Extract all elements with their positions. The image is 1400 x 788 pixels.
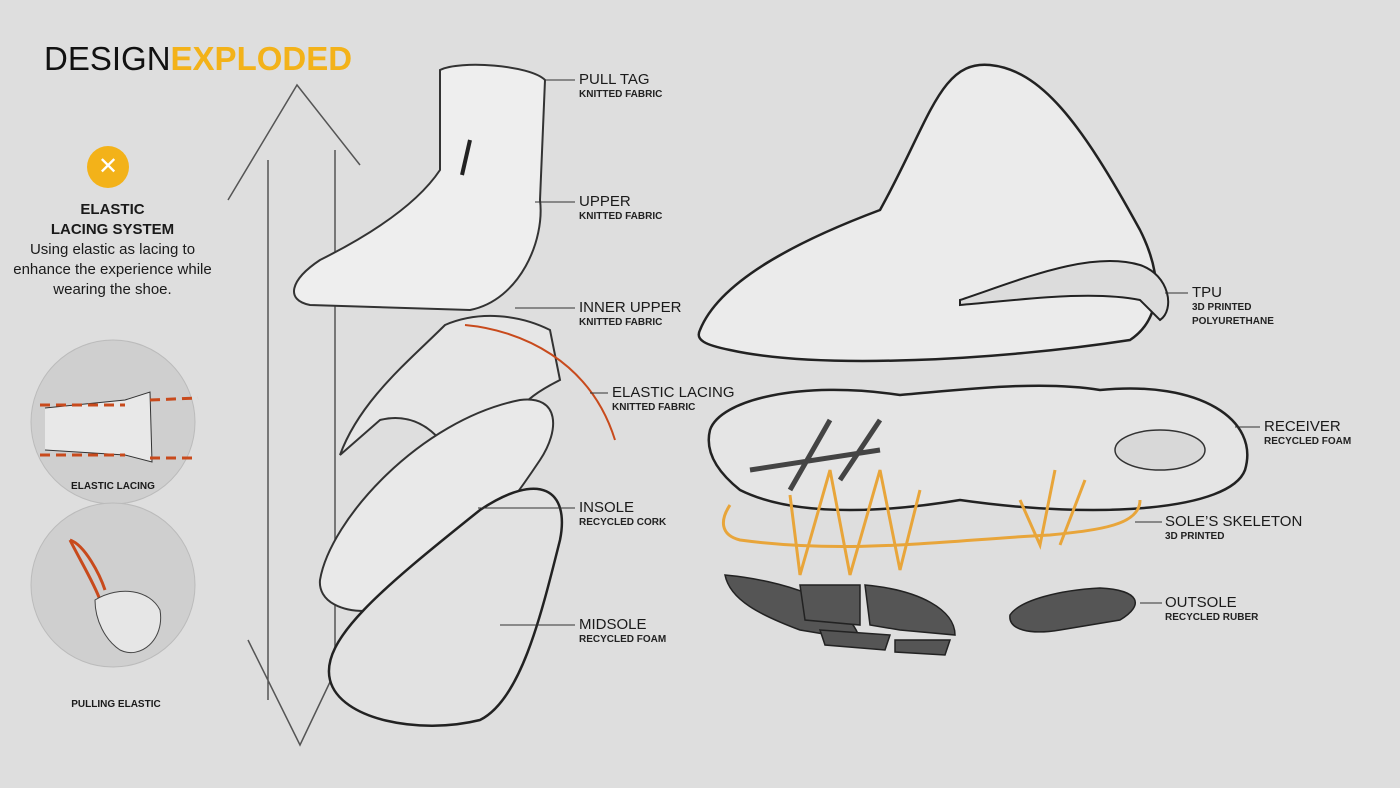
label-name: UPPER [579,193,631,210]
label-name: MIDSOLE [579,616,647,633]
feature-heading-1: ELASTIC [80,201,145,218]
label-name: OUTSOLE [1165,594,1237,611]
pulling-elastic-inset [30,502,196,668]
skeleton-sketch [721,469,1142,576]
upper-sketch [293,63,547,312]
page-title: DESIGNEXPLODED [44,40,352,78]
label-name: SOLE’S SKELETON [1165,513,1303,530]
inset-caption-pulling-elastic: PULLING ELASTIC [71,699,161,710]
label-name: PULL TAG [579,71,650,88]
midsole-sketch [327,487,564,727]
title-exploded: EXPLODED [170,40,353,77]
feature-heading-2: LACING SYSTEM [50,221,175,238]
label-name: INNER UPPER [579,299,682,316]
label-material: KNITTED FABRIC [579,211,663,222]
outsole-sketch [724,574,1137,656]
label-material-2: POLYURETHANE [1192,316,1274,327]
label-name: TPU [1192,284,1222,301]
receiver-sketch [707,384,1249,512]
label-material: RECYCLED RUBER [1165,612,1259,623]
elastic-lacing-inset [30,339,199,505]
double-arrow [227,83,361,747]
tools-icon: ✕ [87,146,129,188]
label-material: RECYCLED FOAM [579,634,667,645]
label-name: RECEIVER [1264,418,1341,435]
leader-lines [478,79,1260,626]
feature-text: Using elastic as lacing to enhance the e… [13,241,212,298]
inset-caption-elastic-lacing: ELASTIC LACING [71,481,155,492]
label-material: KNITTED FABRIC [612,402,696,413]
label-material: 3D PRINTED [1165,531,1225,542]
feature-description: ELASTIC LACING SYSTEM Using elastic as l… [10,200,215,300]
label-material: KNITTED FABRIC [579,89,663,100]
title-design: DESIGN [44,40,171,77]
label-name: INSOLE [579,499,635,516]
label-material: 3D PRINTED [1192,302,1252,313]
label-name: ELASTIC LACING [612,384,735,401]
label-material: RECYCLED CORK [579,517,667,528]
label-material: KNITTED FABRIC [579,317,663,328]
label-material: RECYCLED FOAM [1264,436,1352,447]
assembled-shoe-sketch [697,63,1170,363]
